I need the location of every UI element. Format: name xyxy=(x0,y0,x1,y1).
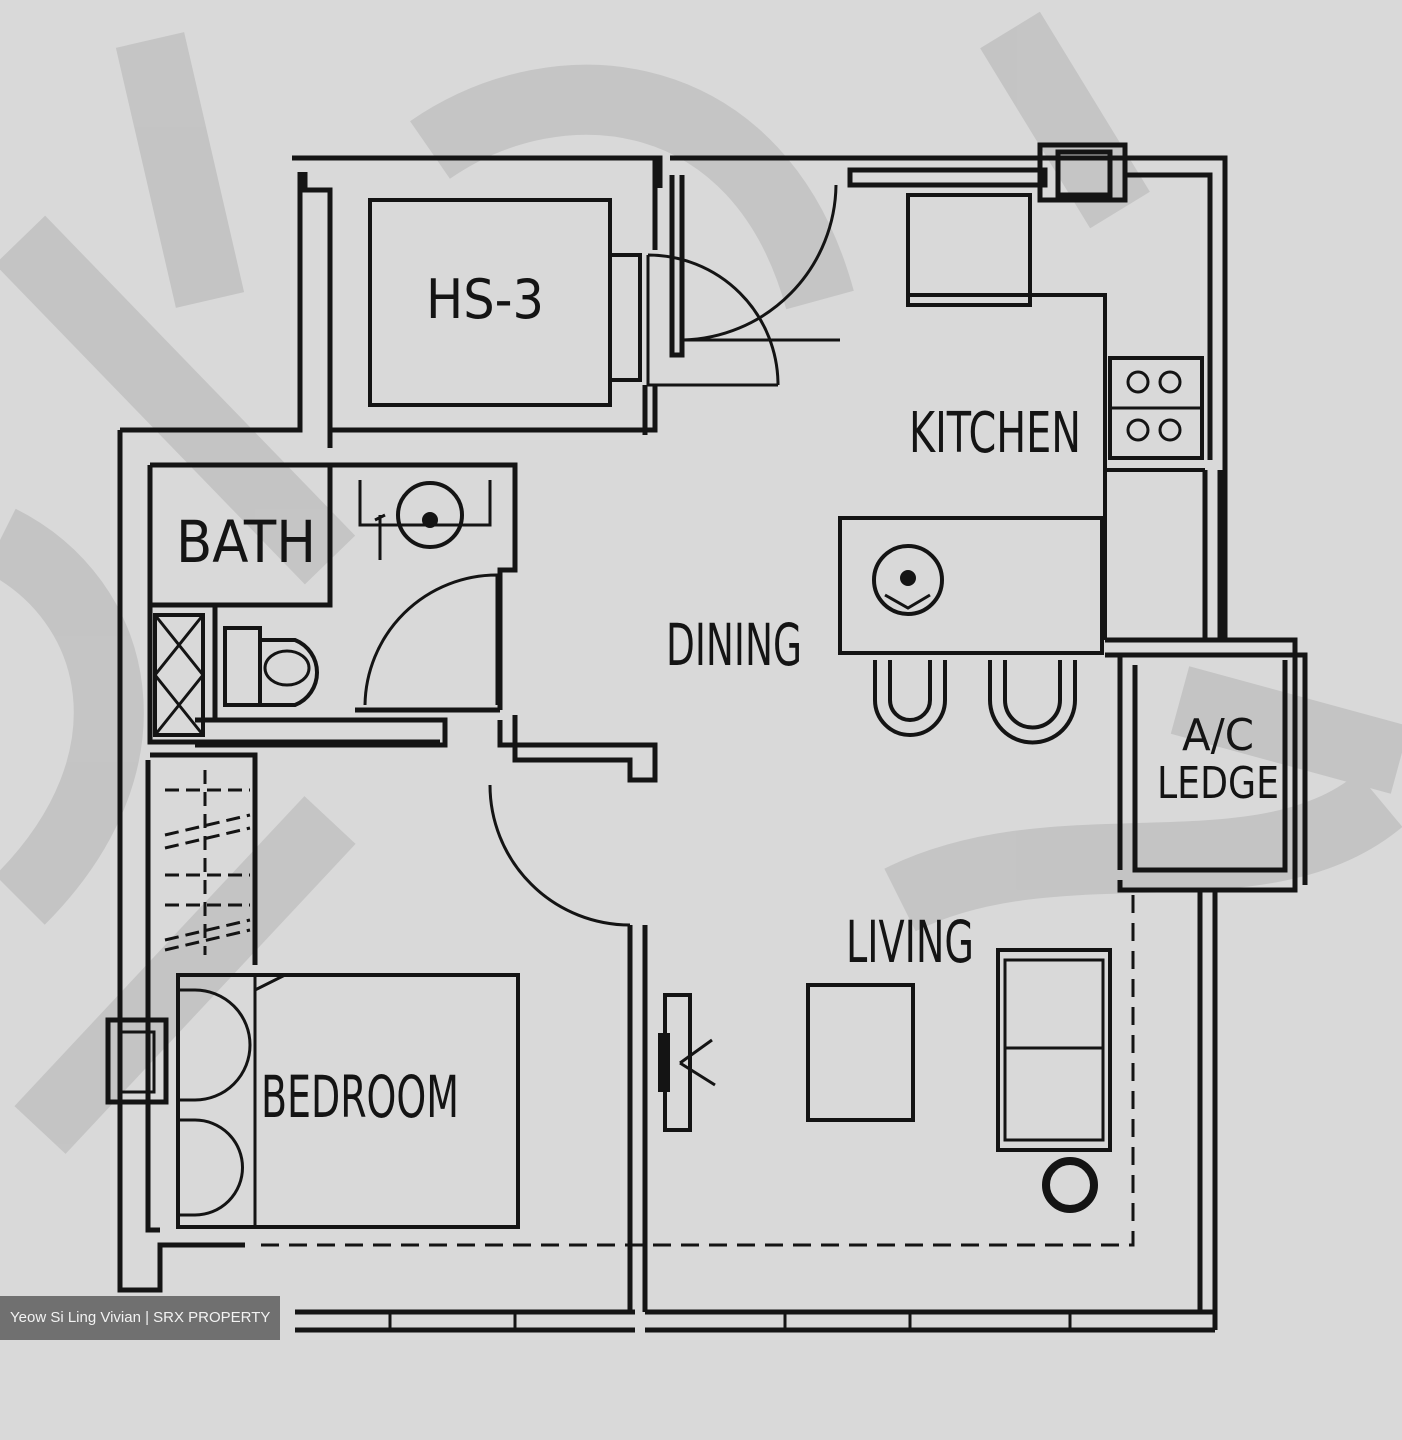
label-dining: DINING xyxy=(666,611,802,679)
bedroom-right-wall xyxy=(627,925,648,1312)
sofa-inner xyxy=(1003,958,1105,1142)
stool-1 xyxy=(873,660,947,737)
hs3-door-swing xyxy=(646,253,780,387)
bedroom-fixtures xyxy=(164,770,520,1229)
bottom-window-wall xyxy=(295,1309,1215,1333)
island-sink-tap xyxy=(884,593,931,610)
living-balcony-dashed xyxy=(255,895,1135,1247)
watermark-credit: Yeow Si Ling Vivian | SRX PROPERTY xyxy=(0,1296,281,1340)
label-hs3: HS-3 xyxy=(426,268,544,331)
kitchen-door-swing xyxy=(682,184,840,342)
bath-cabinet xyxy=(153,613,205,737)
label-bedroom: BEDROOM xyxy=(261,1063,459,1131)
bath-partition xyxy=(212,605,500,720)
hob-burner-1 xyxy=(1126,370,1150,394)
hob-burner-2 xyxy=(1158,370,1182,394)
hs3-right-wall xyxy=(642,158,658,435)
tv-screen xyxy=(658,1033,670,1092)
bedroom-door-swing xyxy=(488,784,631,927)
stool-2 xyxy=(988,660,1077,745)
bedroom-top-wall xyxy=(150,715,658,965)
hs3-door-leaf xyxy=(608,253,642,382)
basin-tap xyxy=(374,513,386,560)
hob-burner-3 xyxy=(1126,418,1150,442)
bath-cabinet-cross xyxy=(153,614,205,736)
sofa-outer xyxy=(996,948,1112,1152)
basin-counter xyxy=(358,480,492,527)
kitchen-right-wall xyxy=(1125,172,1213,460)
label-bath: BATH xyxy=(176,508,316,576)
right-wall-upper-window xyxy=(1202,470,1223,640)
bed-pillows xyxy=(178,975,257,1227)
bath-door-swing xyxy=(363,573,499,706)
island-sink-drain xyxy=(900,570,916,586)
background-watermark-shapes xyxy=(0,11,1402,1154)
island-sink xyxy=(872,544,944,616)
bottom-window-mullions xyxy=(388,1312,1072,1330)
left-window xyxy=(105,1017,169,1105)
outer-wall-top-inner xyxy=(302,172,658,448)
ac-ledge-walls xyxy=(1105,637,1308,893)
basin xyxy=(396,481,464,549)
walls xyxy=(117,142,1308,1333)
wardrobe-hangers xyxy=(164,788,251,952)
bar-stools xyxy=(873,660,1077,745)
left-wall xyxy=(117,172,303,1293)
label-kitchen: KITCHEN xyxy=(909,401,1081,466)
toilet xyxy=(223,626,319,707)
room-labels: HS-3 KITCHEN BATH DINING A/C LEDGE LIVIN… xyxy=(176,268,1279,1131)
kitchen-fixtures xyxy=(838,193,1205,655)
hob-burner-4 xyxy=(1158,418,1182,442)
floor-lamp xyxy=(1042,1157,1098,1213)
right-wall-lower xyxy=(1197,890,1218,1330)
label-ac-ledge-line2: LEDGE xyxy=(1157,758,1279,809)
fridge xyxy=(906,193,1032,307)
bath-fixtures xyxy=(153,480,492,737)
door-swings xyxy=(363,184,840,927)
bath-block-walls xyxy=(147,462,518,748)
label-ac-ledge-line1: A/C xyxy=(1182,710,1254,761)
toilet-bowl xyxy=(263,649,311,687)
left-window-frame xyxy=(105,1017,169,1105)
left-window-inner xyxy=(118,1030,156,1094)
door-frame-kitchen xyxy=(669,175,685,358)
outer-wall-top xyxy=(292,155,1228,640)
living-fixtures xyxy=(255,895,1135,1247)
kitchen-island xyxy=(838,516,1104,655)
bed-blanket-fold xyxy=(254,973,286,992)
left-wall-inner xyxy=(145,760,160,1233)
kitchen-top-wall xyxy=(847,142,1128,203)
kitchen-counter xyxy=(908,293,1205,640)
label-living: LIVING xyxy=(846,908,974,976)
coffee-table xyxy=(806,983,915,1122)
tv-signal xyxy=(679,1038,716,1087)
